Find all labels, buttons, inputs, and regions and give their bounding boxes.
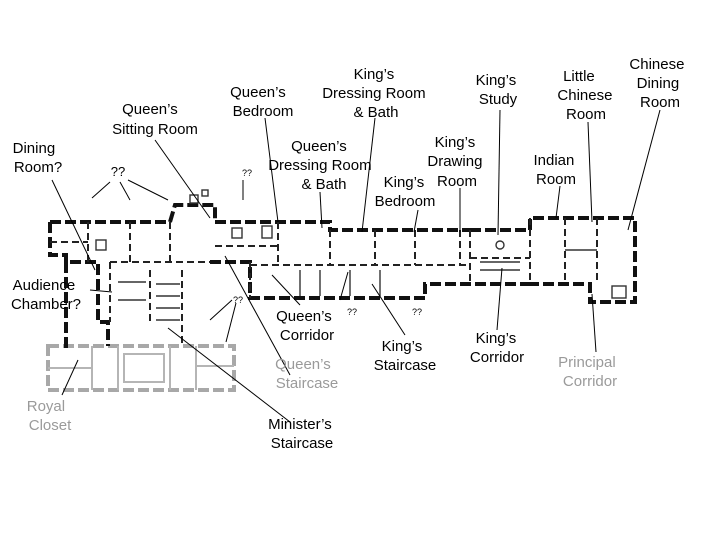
label-kings-study: King’s Study [476,72,521,108]
unknown-marker-2: ?? [233,295,243,305]
label-queens-sitting-room: Queen’s Sitting Room [112,101,198,138]
label-chinese-dining-room: Chinese Dining Room [629,56,688,111]
label-kings-bedroom: King’s Bedroom [375,174,436,210]
unknown-marker-top-left: ?? [111,164,125,179]
label-kings-dressing-room: King’s Dressing Room & Bath [322,66,430,121]
unknown-marker-4: ?? [412,307,422,317]
label-kings-drawing-room: King’s Drawing Room [427,134,486,190]
floor-plan [46,189,637,392]
label-queens-bedroom: Queen’s Bedroom [230,84,293,120]
label-kings-staircase: King’s Staircase [374,338,437,374]
label-dining-room: Dining Room? [13,140,63,176]
label-little-chinese-room: Little Chinese Room [557,68,616,123]
unknown-marker-1: ?? [242,168,252,178]
label-indian-room: Indian Room [533,152,578,188]
central-wing [210,220,530,300]
leader-lines [51,109,661,423]
label-ministers-staircase: Minister’s Staircase [268,416,336,452]
label-queens-dressing-room: Queen’s Dressing Room & Bath [268,138,376,193]
label-queens-staircase: Queen’s Staircase [275,356,338,392]
label-queens-corridor: Queen’s Corridor [276,308,336,344]
label-audience-chamber: Audience Chamber? [11,277,81,313]
labels: Dining Room? Queen’s Sitting Room Queen’… [11,56,688,452]
unknown-marker-3: ?? [347,307,357,317]
lower-wing-grey [46,344,236,392]
label-royal-closet: Royal Closet [27,398,72,434]
label-principal-corridor: Principal Corridor [558,354,620,390]
west-block [48,189,217,348]
label-kings-corridor: King’s Corridor [470,330,524,366]
east-block [469,216,637,304]
